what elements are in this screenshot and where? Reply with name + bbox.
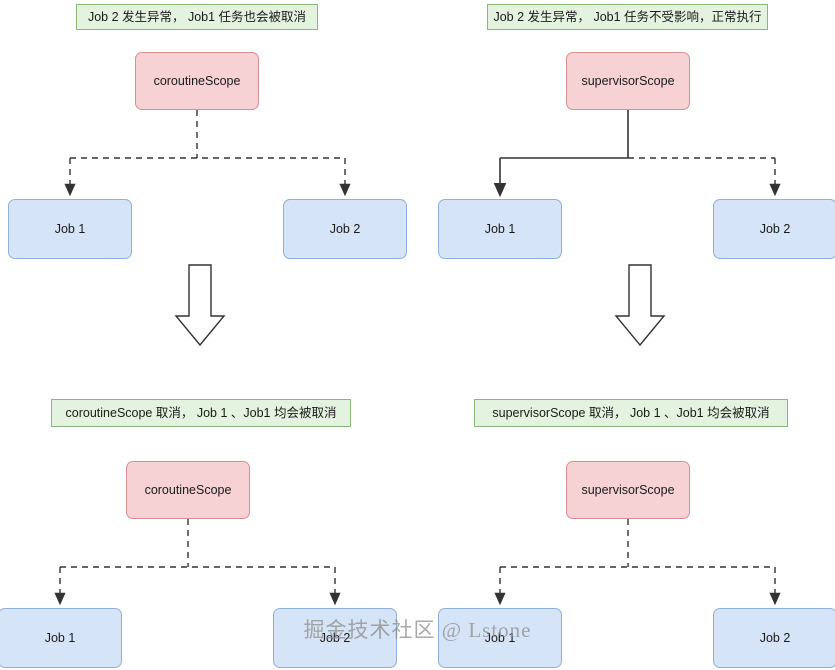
scope-box-coroutine-top[interactable]: coroutineScope [135, 52, 259, 110]
job-box-bottom-left-job1[interactable]: Job 1 [0, 608, 122, 668]
watermark: 掘金技术社区 @ Lstone [303, 618, 532, 642]
note-bottom-left: coroutineScope 取消， Job 1 、Job1 均会被取消 [51, 399, 351, 427]
note-top-left: Job 2 发生异常， Job1 任务也会被取消 [76, 4, 318, 30]
job-box-top-left-job2[interactable]: Job 2 [283, 199, 407, 259]
flow-arrow-left [174, 264, 226, 347]
connector-top-right [493, 110, 781, 198]
scope-box-supervisor-top[interactable]: supervisorScope [566, 52, 690, 110]
connector-bottom-left [54, 519, 341, 606]
scope-box-coroutine-bottom[interactable]: coroutineScope [126, 461, 250, 519]
job-box-top-right-job2[interactable]: Job 2 [713, 199, 835, 259]
connector-top-left [64, 110, 351, 197]
note-bottom-right: supervisorScope 取消， Job 1 、Job1 均会被取消 [474, 399, 788, 427]
job-box-bottom-left-job2[interactable]: Job 2 [273, 608, 397, 668]
note-top-right: Job 2 发生异常， Job1 任务不受影响，正常执行 [487, 4, 768, 30]
flow-arrow-right [614, 264, 666, 347]
scope-box-supervisor-bottom[interactable]: supervisorScope [566, 461, 690, 519]
job-box-bottom-right-job2[interactable]: Job 2 [713, 608, 835, 668]
job-box-top-left-job1[interactable]: Job 1 [8, 199, 132, 259]
job-box-top-right-job1[interactable]: Job 1 [438, 199, 562, 259]
connector-bottom-right [494, 519, 781, 606]
job-box-bottom-right-job1[interactable]: Job 1 [438, 608, 562, 668]
